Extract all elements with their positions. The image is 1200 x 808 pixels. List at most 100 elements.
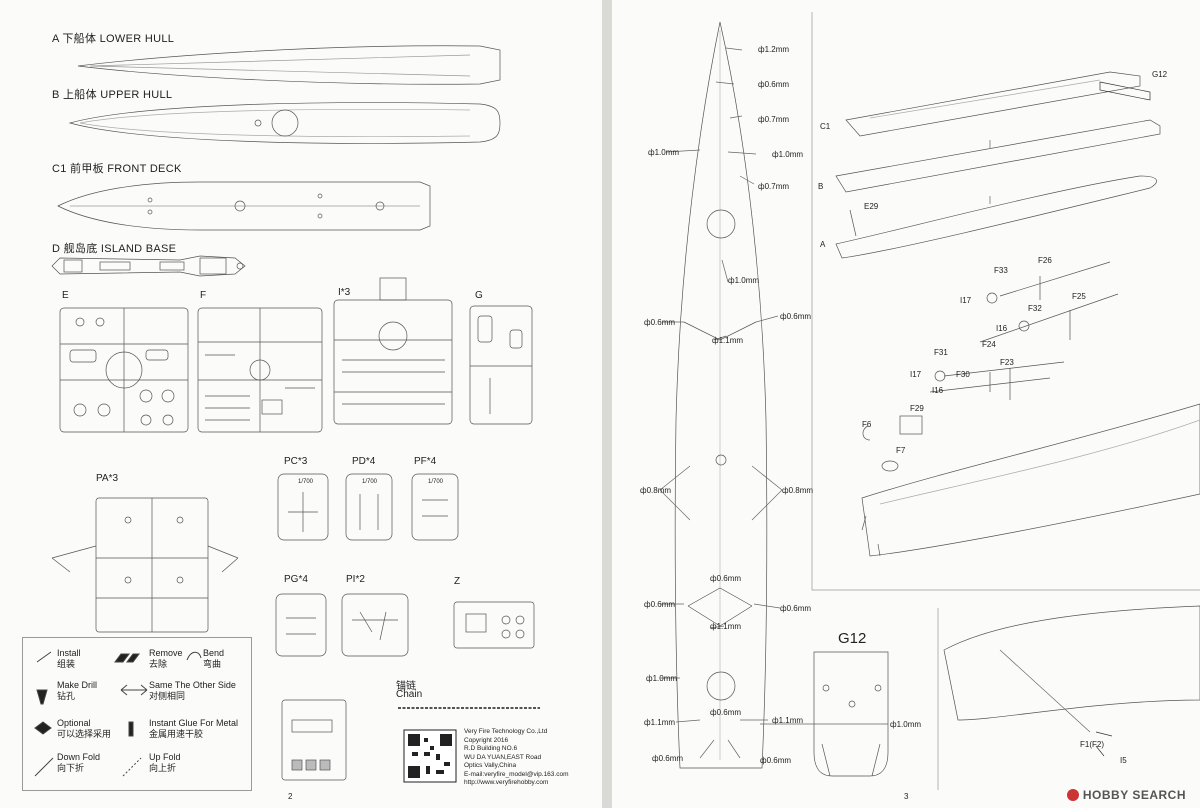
photo-etch-pd-drawing xyxy=(345,473,393,541)
label-sprue-pa: PA*3 xyxy=(96,473,119,484)
legend-up-fold-zh: 向上折 xyxy=(149,763,177,773)
page-number-left: 2 xyxy=(288,792,293,801)
down-fold-icon xyxy=(34,757,54,777)
photo-etch-g12-strip xyxy=(1099,81,1151,101)
label-sprue-pf: PF*4 xyxy=(414,456,437,467)
label-sprue-pd: PD*4 xyxy=(352,456,376,467)
assembly-label-f29: F29 xyxy=(910,404,924,413)
drill-label-1-0mm-lower: ф1.0mm xyxy=(646,674,678,683)
legend-install-zh: 组装 xyxy=(57,659,76,669)
label-island-base: D 舰岛底 ISLAND BASE xyxy=(52,243,177,255)
drill-label-0-6mm-right-2: ф0.6mm xyxy=(780,604,812,613)
assembly-label-i16-low: I16 xyxy=(932,386,944,395)
page-gutter xyxy=(602,0,612,808)
legend-glue-en: Instant Glue For Metal xyxy=(149,718,239,728)
drill-label-0-8mm-left: ф0.8mm xyxy=(640,486,672,495)
legend-drill-zh: 钻孔 xyxy=(57,691,76,701)
hull-a-exploded xyxy=(835,175,1157,259)
legend-drill-en: Make Drill xyxy=(57,680,98,690)
assembly-label-f33: F33 xyxy=(994,266,1008,275)
assembly-label-f30: F30 xyxy=(956,370,970,379)
legend-bend-zh: 弯曲 xyxy=(203,659,222,669)
chain-label-zh: 锚链 xyxy=(396,681,416,692)
legend-drill: Make Drill 钻孔 xyxy=(57,680,97,702)
up-fold-icon xyxy=(122,757,142,777)
decal-sheet-drawing xyxy=(281,699,347,781)
assembly-label-f32: F32 xyxy=(1028,304,1042,313)
drill-label-0-7mm-top: ф0.7mm xyxy=(758,115,790,124)
legend-up-fold-en: Up Fold xyxy=(149,752,181,762)
drill-label-0-6mm-bottom-left: ф0.6mm xyxy=(652,754,684,763)
scale-tag-pc: 1/700 xyxy=(298,479,314,485)
label-sprue-pc: PC*3 xyxy=(284,456,308,467)
assembly-label-i17-top: I17 xyxy=(960,296,972,305)
assembly-label-f1-f2: F1(F2) xyxy=(1080,740,1104,749)
legend-install: Install 组装 xyxy=(57,648,81,670)
lower-hull-assembly-drawing xyxy=(861,403,1200,557)
assembly-label-f6: F6 xyxy=(862,420,872,429)
optional-icon xyxy=(34,721,52,735)
sprue-f-drawing xyxy=(197,307,323,433)
drill-label-1-0mm-mid: ф1.0mm xyxy=(728,276,760,285)
assembly-label-f25: F25 xyxy=(1072,292,1086,301)
drill-label-1-2mm: ф1.2mm xyxy=(758,45,790,54)
drill-label-0-6mm-right-1: ф0.6mm xyxy=(780,312,812,321)
company-copyright: Copyright 2016 xyxy=(464,736,509,744)
drill-label-1-1mm-1: ф1.1mm xyxy=(712,336,744,345)
scale-tag-pd: 1/700 xyxy=(362,479,378,485)
hobby-search-logo-icon xyxy=(1066,789,1079,801)
company-valley: Optics Vally,China xyxy=(464,762,517,769)
scale-tag-pf: 1/700 xyxy=(428,479,444,485)
instruction-page-right xyxy=(612,0,1200,808)
label-sprue-f: F xyxy=(200,290,207,301)
assembly-label-a: A xyxy=(820,240,826,249)
left-page-illustrations xyxy=(51,45,540,783)
assembly-label-f31: F31 xyxy=(934,348,948,357)
drill-label-1-0mm-right: ф1.0mm xyxy=(772,150,804,159)
assembly-label-i17-low: I17 xyxy=(910,370,922,379)
upper-hull-drawing xyxy=(68,102,501,144)
assembly-label-c1: C1 xyxy=(820,122,831,131)
g12-detail-title: G12 xyxy=(838,630,867,647)
sprue-pa-drawing xyxy=(51,497,239,633)
drill-label-1-0mm-left: ф1.0mm xyxy=(648,148,680,157)
drill-label-0-7mm-mid: ф0.7mm xyxy=(758,182,790,191)
photo-etch-pi-drawing xyxy=(341,593,409,657)
drill-label-1-1mm-left: ф1.1mm xyxy=(644,718,676,727)
install-icon xyxy=(36,651,52,663)
g12-detail-drawing xyxy=(813,651,889,777)
assembly-label-f7: F7 xyxy=(896,446,906,455)
legend-optional: Optional 可以选择采用 xyxy=(57,718,111,740)
remove-icon xyxy=(114,653,140,663)
legend-glue: Instant Glue For Metal 金属用速干胶 xyxy=(149,718,238,740)
legend-bend: Bend 弯曲 xyxy=(203,648,224,670)
legend-up-fold: Up Fold 向上折 xyxy=(149,752,181,774)
legend-down-fold: Down Fold 向下折 xyxy=(57,752,100,774)
label-front-deck: C1 前甲板 FRONT DECK xyxy=(52,163,182,175)
drill-label-0-6mm-top: ф0.6mm xyxy=(758,80,790,89)
drill-label-0-6mm-bottom-right: ф0.6mm xyxy=(760,756,792,765)
assembly-label-i16-top: I16 xyxy=(996,324,1008,333)
company-name: Very Fire Technology Co.,Ltd xyxy=(464,728,548,735)
mast-assembly-drawing xyxy=(929,261,1119,393)
label-upper-hull: B 上船体 UPPER HULL xyxy=(52,89,173,101)
legend-down-fold-zh: 向下折 xyxy=(57,763,85,773)
legend-same-side: Same The Other Side 对侧相同 xyxy=(149,680,236,702)
assembly-label-f23: F23 xyxy=(1000,358,1014,367)
drill-label-1-1mm-right: ф1.1mm xyxy=(772,716,804,725)
label-lower-hull: A 下船体 LOWER HULL xyxy=(52,33,175,45)
assembly-label-f26: F26 xyxy=(1038,256,1052,265)
watermark-text: HOBBY SEARCH xyxy=(1082,788,1186,802)
assembly-label-i5: I5 xyxy=(1120,756,1127,765)
drill-icon xyxy=(36,689,48,705)
label-sprue-pg: PG*4 xyxy=(284,574,308,585)
company-email: E-mail:veryfire_model@vip.163.com xyxy=(464,770,569,778)
company-building: R.D Building NO.6 xyxy=(464,745,518,752)
drill-label-0-6mm-mid: ф0.6mm xyxy=(710,574,742,583)
assembly-label-b: B xyxy=(818,182,824,191)
company-road: WU DA YUAN,EAST Road xyxy=(464,753,542,761)
label-sprue-e: E xyxy=(62,290,69,301)
legend-same-side-zh: 对侧相同 xyxy=(149,691,186,701)
